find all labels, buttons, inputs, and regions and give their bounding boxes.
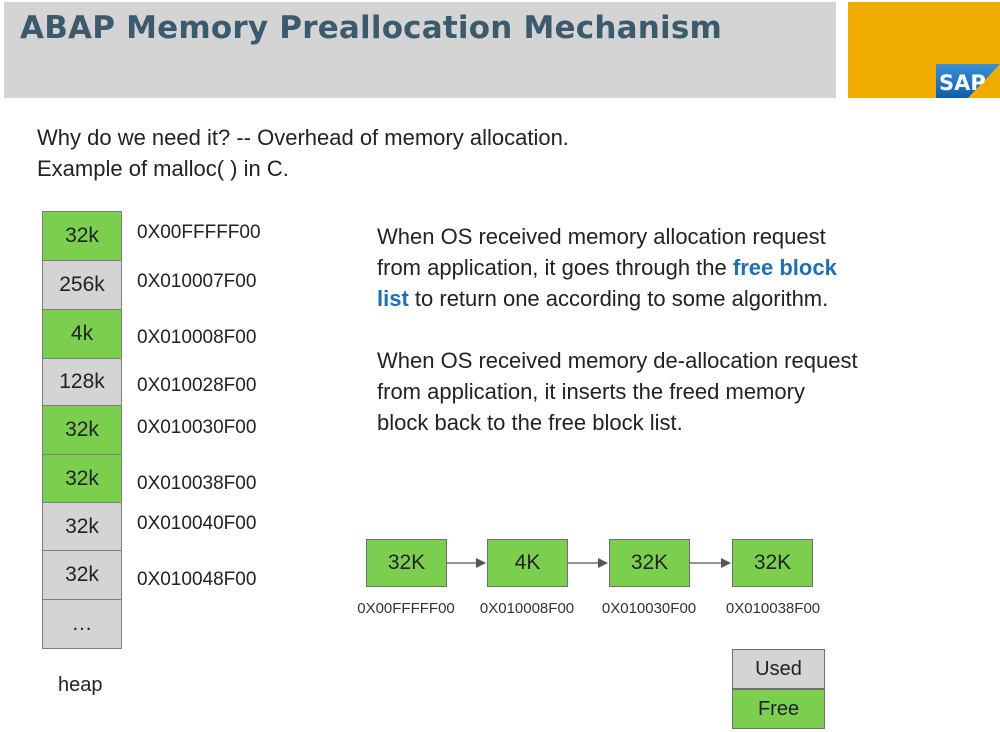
free-list-node: 4K [487, 539, 568, 587]
para2-line-3: block back to the free block list. [377, 410, 683, 435]
heap-block: 4k [42, 309, 122, 359]
logo-box: SAP [848, 2, 1000, 98]
para1-line-1: When OS received memory allocation reque… [377, 224, 826, 249]
para1-line-2: from application, it goes through the fr… [377, 252, 977, 283]
legend-used: Used [732, 649, 825, 689]
heap-block: 32k [42, 454, 122, 503]
sap-logo-icon: SAP [936, 64, 1000, 98]
para1-line-3: list to return one according to some alg… [377, 283, 977, 314]
free-list-node-address: 0X010038F00 [725, 600, 821, 617]
heap-address: 0X010048F00 [137, 569, 257, 590]
free-list-node: 32K [366, 539, 447, 587]
heap-block: 32k [42, 502, 122, 551]
heap-label: heap [58, 674, 103, 696]
free-list-node: 32K [732, 539, 813, 587]
heap-block: 32k [42, 211, 122, 261]
intro-line-2: Example of malloc( ) in C. [37, 156, 289, 181]
para1-line-2-text: from application, it goes through the [377, 255, 733, 280]
heap-block: 256k [42, 260, 122, 310]
heap-address: 0X010040F00 [137, 513, 257, 534]
deallocation-paragraph: When OS received memory de-allocation re… [377, 345, 977, 438]
para1-line-3-text: to return one according to some algorith… [408, 286, 829, 311]
page-title: ABAP Memory Preallocation Mechanism [20, 10, 722, 46]
intro-line-1: Why do we need it? -- Overhead of memory… [37, 125, 569, 150]
title-bar: ABAP Memory Preallocation Mechanism [4, 2, 836, 98]
intro-text: Why do we need it? -- Overhead of memory… [37, 122, 569, 184]
heap-address: 0X010038F00 [137, 473, 257, 494]
heap-block: 32k [42, 550, 122, 600]
heap-address: 0X010030F00 [137, 417, 257, 438]
sap-logo-text: SAP [939, 71, 986, 95]
heap-address: 0X010008F00 [137, 327, 257, 348]
heap-address: 0X010028F00 [137, 375, 257, 396]
allocation-paragraph: When OS received memory allocation reque… [377, 221, 977, 314]
heap-block: 32k [42, 405, 122, 455]
free-list-node: 32K [609, 539, 690, 587]
free-block-highlight: free block [732, 255, 837, 280]
heap-address: 0X010007F00 [137, 271, 257, 292]
para2-line-1: When OS received memory de-allocation re… [377, 348, 858, 373]
legend-free: Free [732, 689, 825, 729]
heap-address: 0X00FFFFF00 [137, 222, 261, 243]
list-highlight: list [377, 286, 409, 311]
para2-line-2: from application, it inserts the freed m… [377, 379, 805, 404]
heap-block: … [42, 599, 122, 649]
free-list-node-address: 0X010008F00 [479, 600, 575, 617]
free-list-node-address: 0X00FFFFF00 [357, 600, 455, 617]
heap-block: 128k [42, 358, 122, 406]
free-list-node-address: 0X010030F00 [601, 600, 697, 617]
